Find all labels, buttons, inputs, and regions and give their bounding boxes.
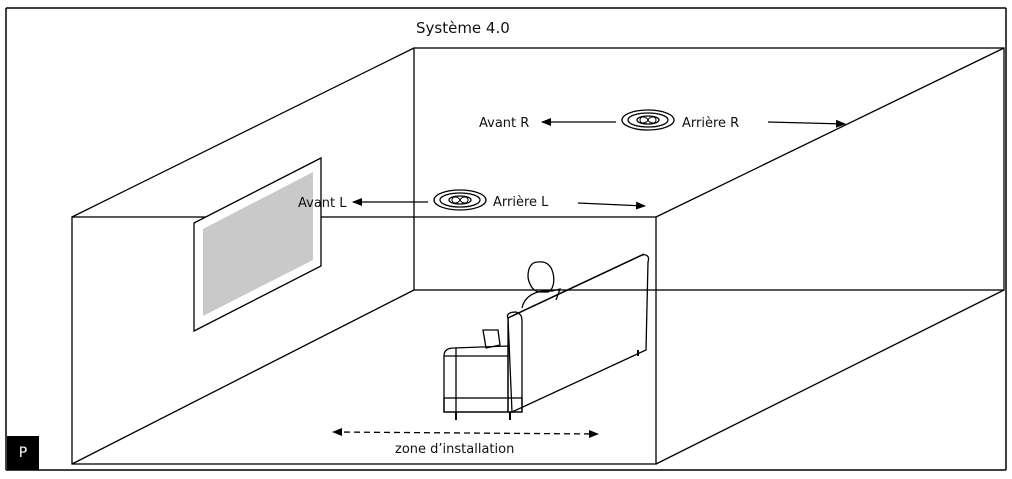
label-front-right: Avant R [479,116,529,131]
label-installation-zone: zone d’installation [395,442,514,457]
diagram-title: Système 4.0 [416,19,510,37]
speaker-left [433,189,487,211]
person-figure [482,261,562,349]
sofa [443,253,650,420]
speaker-right [621,109,675,131]
edge-bottom-right [655,289,1005,465]
room-box [71,47,1005,465]
front-opening [71,216,657,465]
arrow-rear-left [577,201,646,210]
zone-arrow-right [589,430,599,438]
page-tab: P [7,436,39,470]
edge-top-right [655,47,1005,218]
tv-screen [193,156,322,333]
tv-screen-surface [203,172,313,316]
edge-bottom-left [71,289,415,465]
zone-arrow-left [332,428,342,436]
arrow-rear-right [767,119,846,128]
back-wall [413,47,1005,291]
edge-top-left [71,47,415,218]
label-front-left: Avant L [298,196,347,211]
page-border [5,7,1007,471]
label-rear-right: Arrière R [682,116,739,131]
label-rear-left: Arrière L [493,195,549,210]
zone-dashed-line [333,431,598,435]
